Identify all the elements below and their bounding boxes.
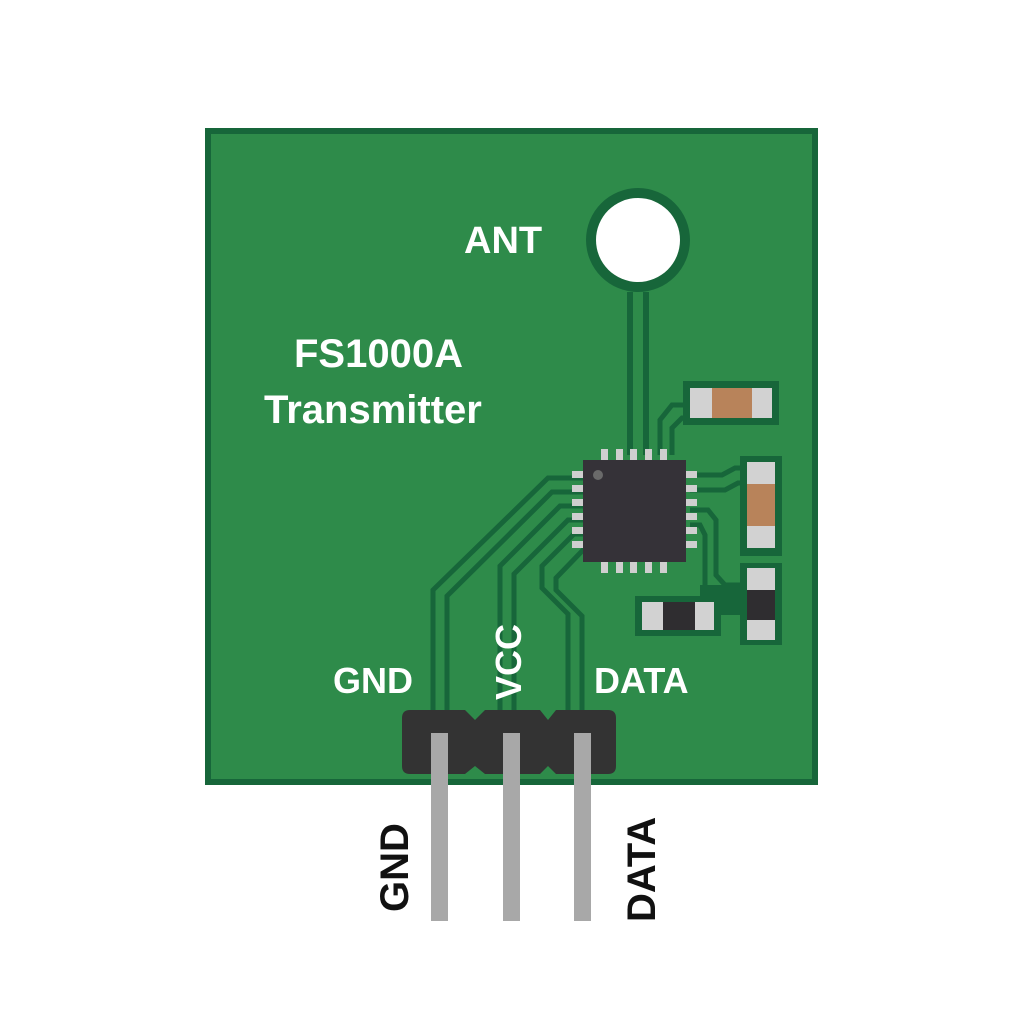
pin-label-gnd: GND	[333, 660, 413, 701]
pin-label-data: DATA	[594, 660, 689, 701]
pin-label-data-below: DATA	[620, 816, 664, 922]
capacitor-bottom	[635, 596, 721, 636]
capacitor-right	[740, 563, 782, 645]
ic-chip	[572, 449, 697, 573]
module-title: FS1000A	[294, 332, 463, 376]
pin-label-gnd-below: GND	[373, 823, 417, 912]
module-subtitle: Transmitter	[264, 388, 482, 432]
pin-header	[402, 710, 616, 921]
antenna-label: ANT	[464, 220, 543, 262]
resistor-right	[740, 456, 782, 556]
resistor-top	[683, 381, 779, 425]
pin-label-vcc: VCC	[488, 623, 529, 700]
